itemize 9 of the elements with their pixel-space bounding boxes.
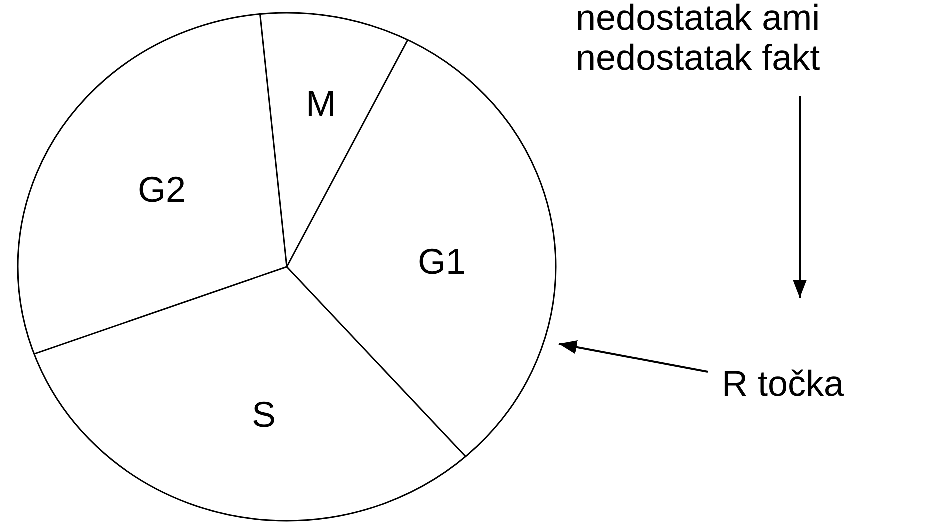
- phase-label: M: [306, 84, 337, 124]
- phase-label: S: [252, 395, 278, 435]
- phase-label: G1: [418, 242, 468, 282]
- condition-text: nedostatak fakt: [576, 38, 822, 78]
- phase-label: G2: [138, 170, 186, 210]
- condition-text: nedostatak ami: [576, 0, 822, 38]
- arrow: [558, 340, 708, 373]
- checkpoint-label: R točka: [722, 364, 846, 404]
- arrow: [793, 96, 807, 298]
